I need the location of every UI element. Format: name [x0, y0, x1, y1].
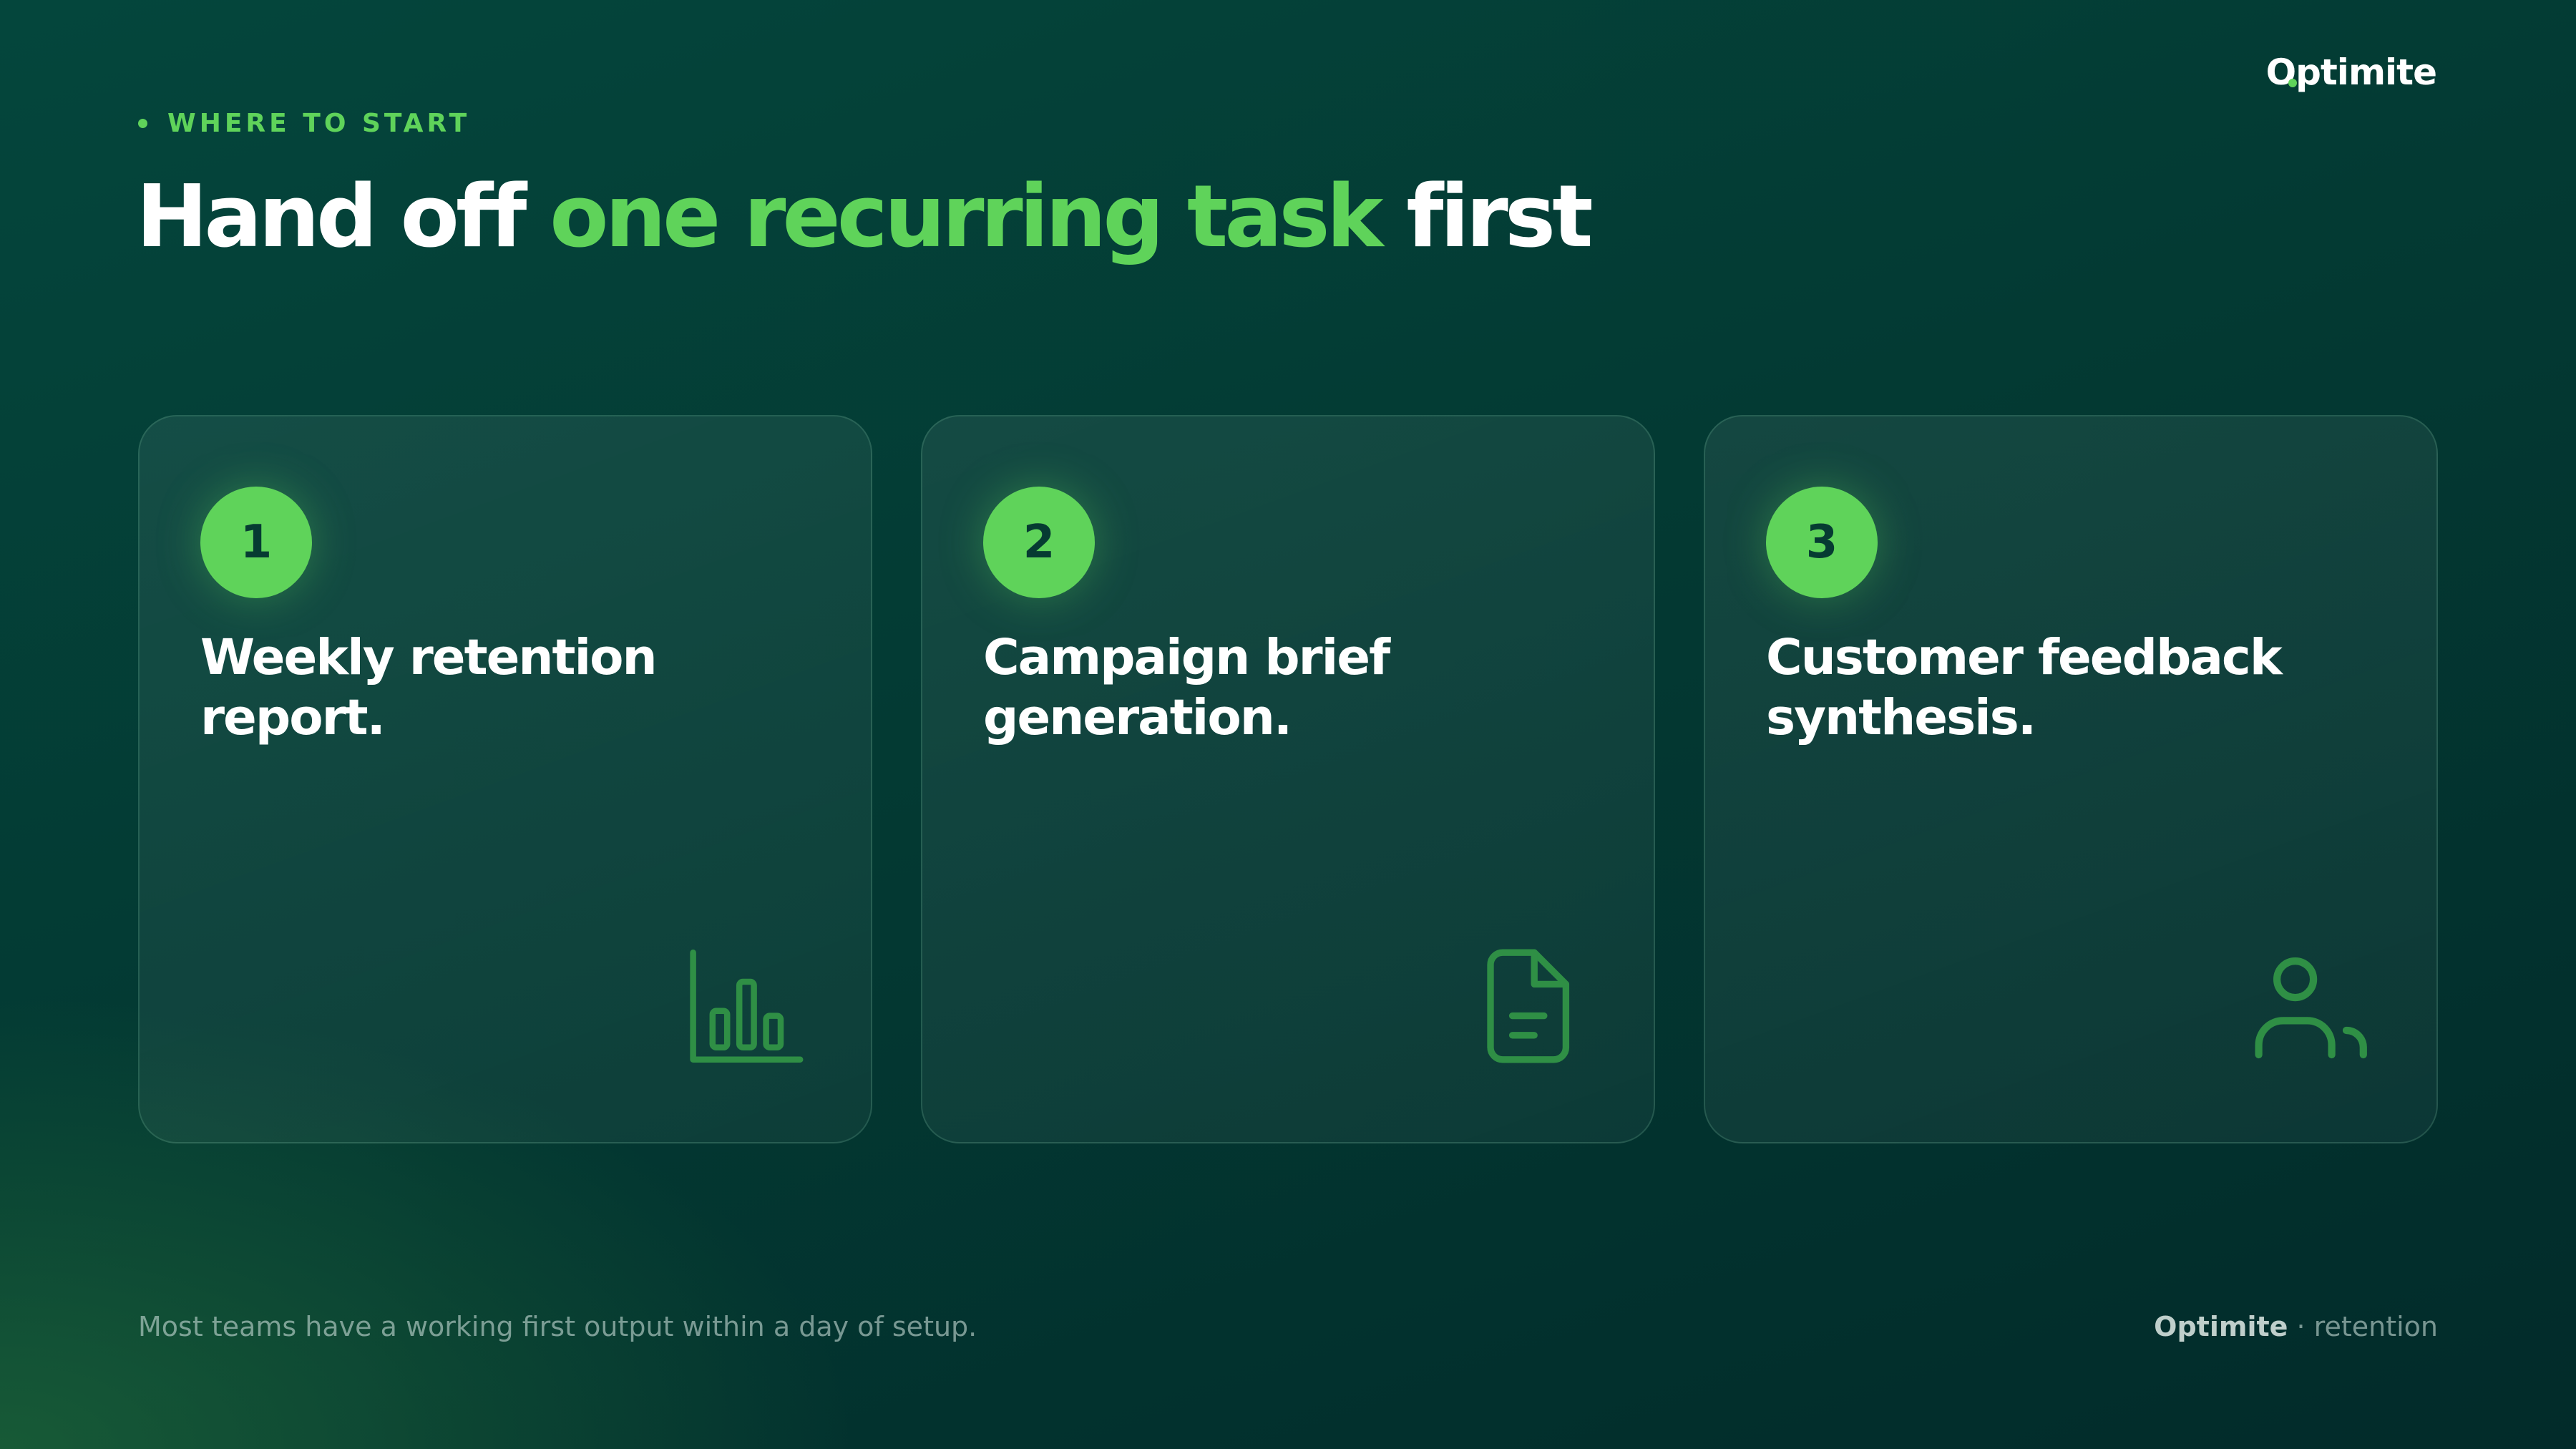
- page-title: Hand off one recurring task first: [136, 167, 1594, 267]
- task-card-title: Campaign brief generation.: [983, 629, 1390, 746]
- task-card-3: 3 Customer feedback synthesis.: [1704, 415, 2438, 1143]
- document-icon: [1487, 949, 1570, 1063]
- task-card-2: 2 Campaign brief generation.: [921, 415, 1655, 1143]
- footer-brand: Optimite · retention: [2154, 1311, 2438, 1342]
- eyebrow-label: WHERE TO START: [167, 109, 471, 138]
- eyebrow: WHERE TO START: [138, 109, 470, 138]
- footer-brand-name: Optimite: [2154, 1311, 2288, 1342]
- task-card-1: 1 Weekly retention report.: [138, 415, 872, 1143]
- brand-logo: O ptimite: [2266, 52, 2437, 93]
- step-badge: 2: [983, 487, 1095, 598]
- logo-text: ptimite: [2296, 52, 2437, 93]
- task-card-title: Customer feedback synthesis.: [1766, 629, 2283, 746]
- headline-highlight: one recurring task: [550, 167, 1383, 267]
- headline-part-1: Hand off: [136, 167, 550, 267]
- footer-note: Most teams have a working first output w…: [138, 1311, 977, 1342]
- logo-dot: [2288, 79, 2298, 87]
- headline-part-2: first: [1380, 167, 1593, 267]
- step-badge: 3: [1766, 487, 1878, 598]
- footer-separator: ·: [2288, 1311, 2314, 1342]
- bar-chart-icon: [690, 949, 804, 1063]
- step-badge: 1: [200, 487, 312, 598]
- logo-o-mark: O: [2266, 52, 2298, 93]
- eyebrow-bullet-icon: [138, 119, 147, 128]
- user-icon: [2255, 957, 2367, 1059]
- task-card-title: Weekly retention report.: [200, 629, 658, 746]
- footer-brand-context: retention: [2313, 1311, 2438, 1342]
- task-cards: 1 Weekly retention report. 2 Campaign br…: [138, 415, 2438, 1143]
